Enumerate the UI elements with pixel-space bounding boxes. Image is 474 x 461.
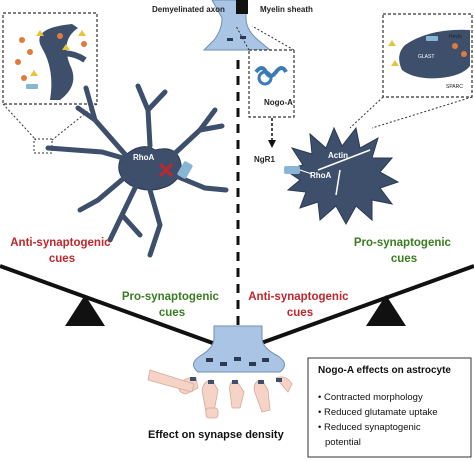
anti-left-label: Anti-synaptogenic cues bbox=[10, 237, 114, 265]
actin-filament bbox=[317, 149, 371, 171]
effects-item-2: • Reduced glutamate uptake bbox=[318, 407, 438, 418]
right-inset-box bbox=[382, 13, 473, 98]
myelin-sheath-block bbox=[236, 0, 248, 14]
effects-item-4: potential bbox=[325, 437, 361, 448]
right-inset-connector bbox=[349, 96, 473, 129]
right-inset-astrocyte-process bbox=[399, 29, 470, 79]
effect-caption: Effect on synapse density bbox=[148, 429, 285, 441]
left-inset-molecules bbox=[15, 30, 87, 89]
rhoa-right-label: RhoA bbox=[310, 171, 332, 180]
blocked-cross-icon bbox=[158, 162, 174, 178]
left-seesaw-fulcrum bbox=[65, 295, 105, 326]
glast-label: GLAST bbox=[418, 54, 434, 60]
nogo-arrow-head bbox=[268, 140, 276, 148]
bottom-synapse bbox=[147, 325, 293, 419]
demyelinated-axon-label: Demyelinated axon bbox=[152, 5, 225, 14]
left-inset-box bbox=[2, 12, 98, 105]
ngr1-label: NgR1 bbox=[254, 155, 275, 164]
effects-item-3: • Reduced synaptogenic bbox=[318, 422, 421, 433]
spine-receptors bbox=[190, 377, 282, 384]
left-astrocyte bbox=[45, 83, 229, 258]
dendritic-spines bbox=[147, 369, 293, 419]
synaptic-vesicles bbox=[206, 357, 269, 366]
rhoa-left-label: RhoA bbox=[133, 153, 155, 162]
left-receptor bbox=[177, 161, 193, 179]
nogo-a-label: Nogo-A bbox=[264, 98, 293, 107]
sparc-label: SPARC bbox=[446, 84, 463, 90]
hevin-label: Hevin bbox=[449, 34, 462, 40]
right-seesaw-fulcrum bbox=[366, 295, 406, 326]
anti-right-label: Anti-synaptogenic cues bbox=[248, 291, 352, 319]
right-seesaw-beam bbox=[241, 264, 474, 352]
effects-box-title: Nogo-A effects on astrocyte bbox=[318, 365, 451, 376]
nogo-inset-connector bbox=[235, 25, 295, 51]
pro-left-label: Pro-synaptogenic cues bbox=[122, 291, 222, 319]
presynaptic-terminal bbox=[193, 325, 285, 373]
ngr1-receptor bbox=[284, 166, 300, 174]
actin-label: Actin bbox=[328, 151, 348, 160]
left-inset-connector bbox=[2, 103, 98, 141]
left-inset-astrocyte-process bbox=[39, 24, 78, 100]
left-seesaw-beam bbox=[0, 264, 233, 352]
myelin-sheath-label: Myelin sheath bbox=[260, 5, 313, 14]
right-astrocyte bbox=[283, 126, 400, 226]
effects-box: Nogo-A effects on astrocyte • Contracted… bbox=[307, 357, 472, 458]
pro-right-label: Pro-synaptogenic cues bbox=[354, 237, 454, 265]
effects-item-1: • Contracted morphology bbox=[318, 392, 423, 403]
nogo-inset-box bbox=[248, 49, 295, 118]
